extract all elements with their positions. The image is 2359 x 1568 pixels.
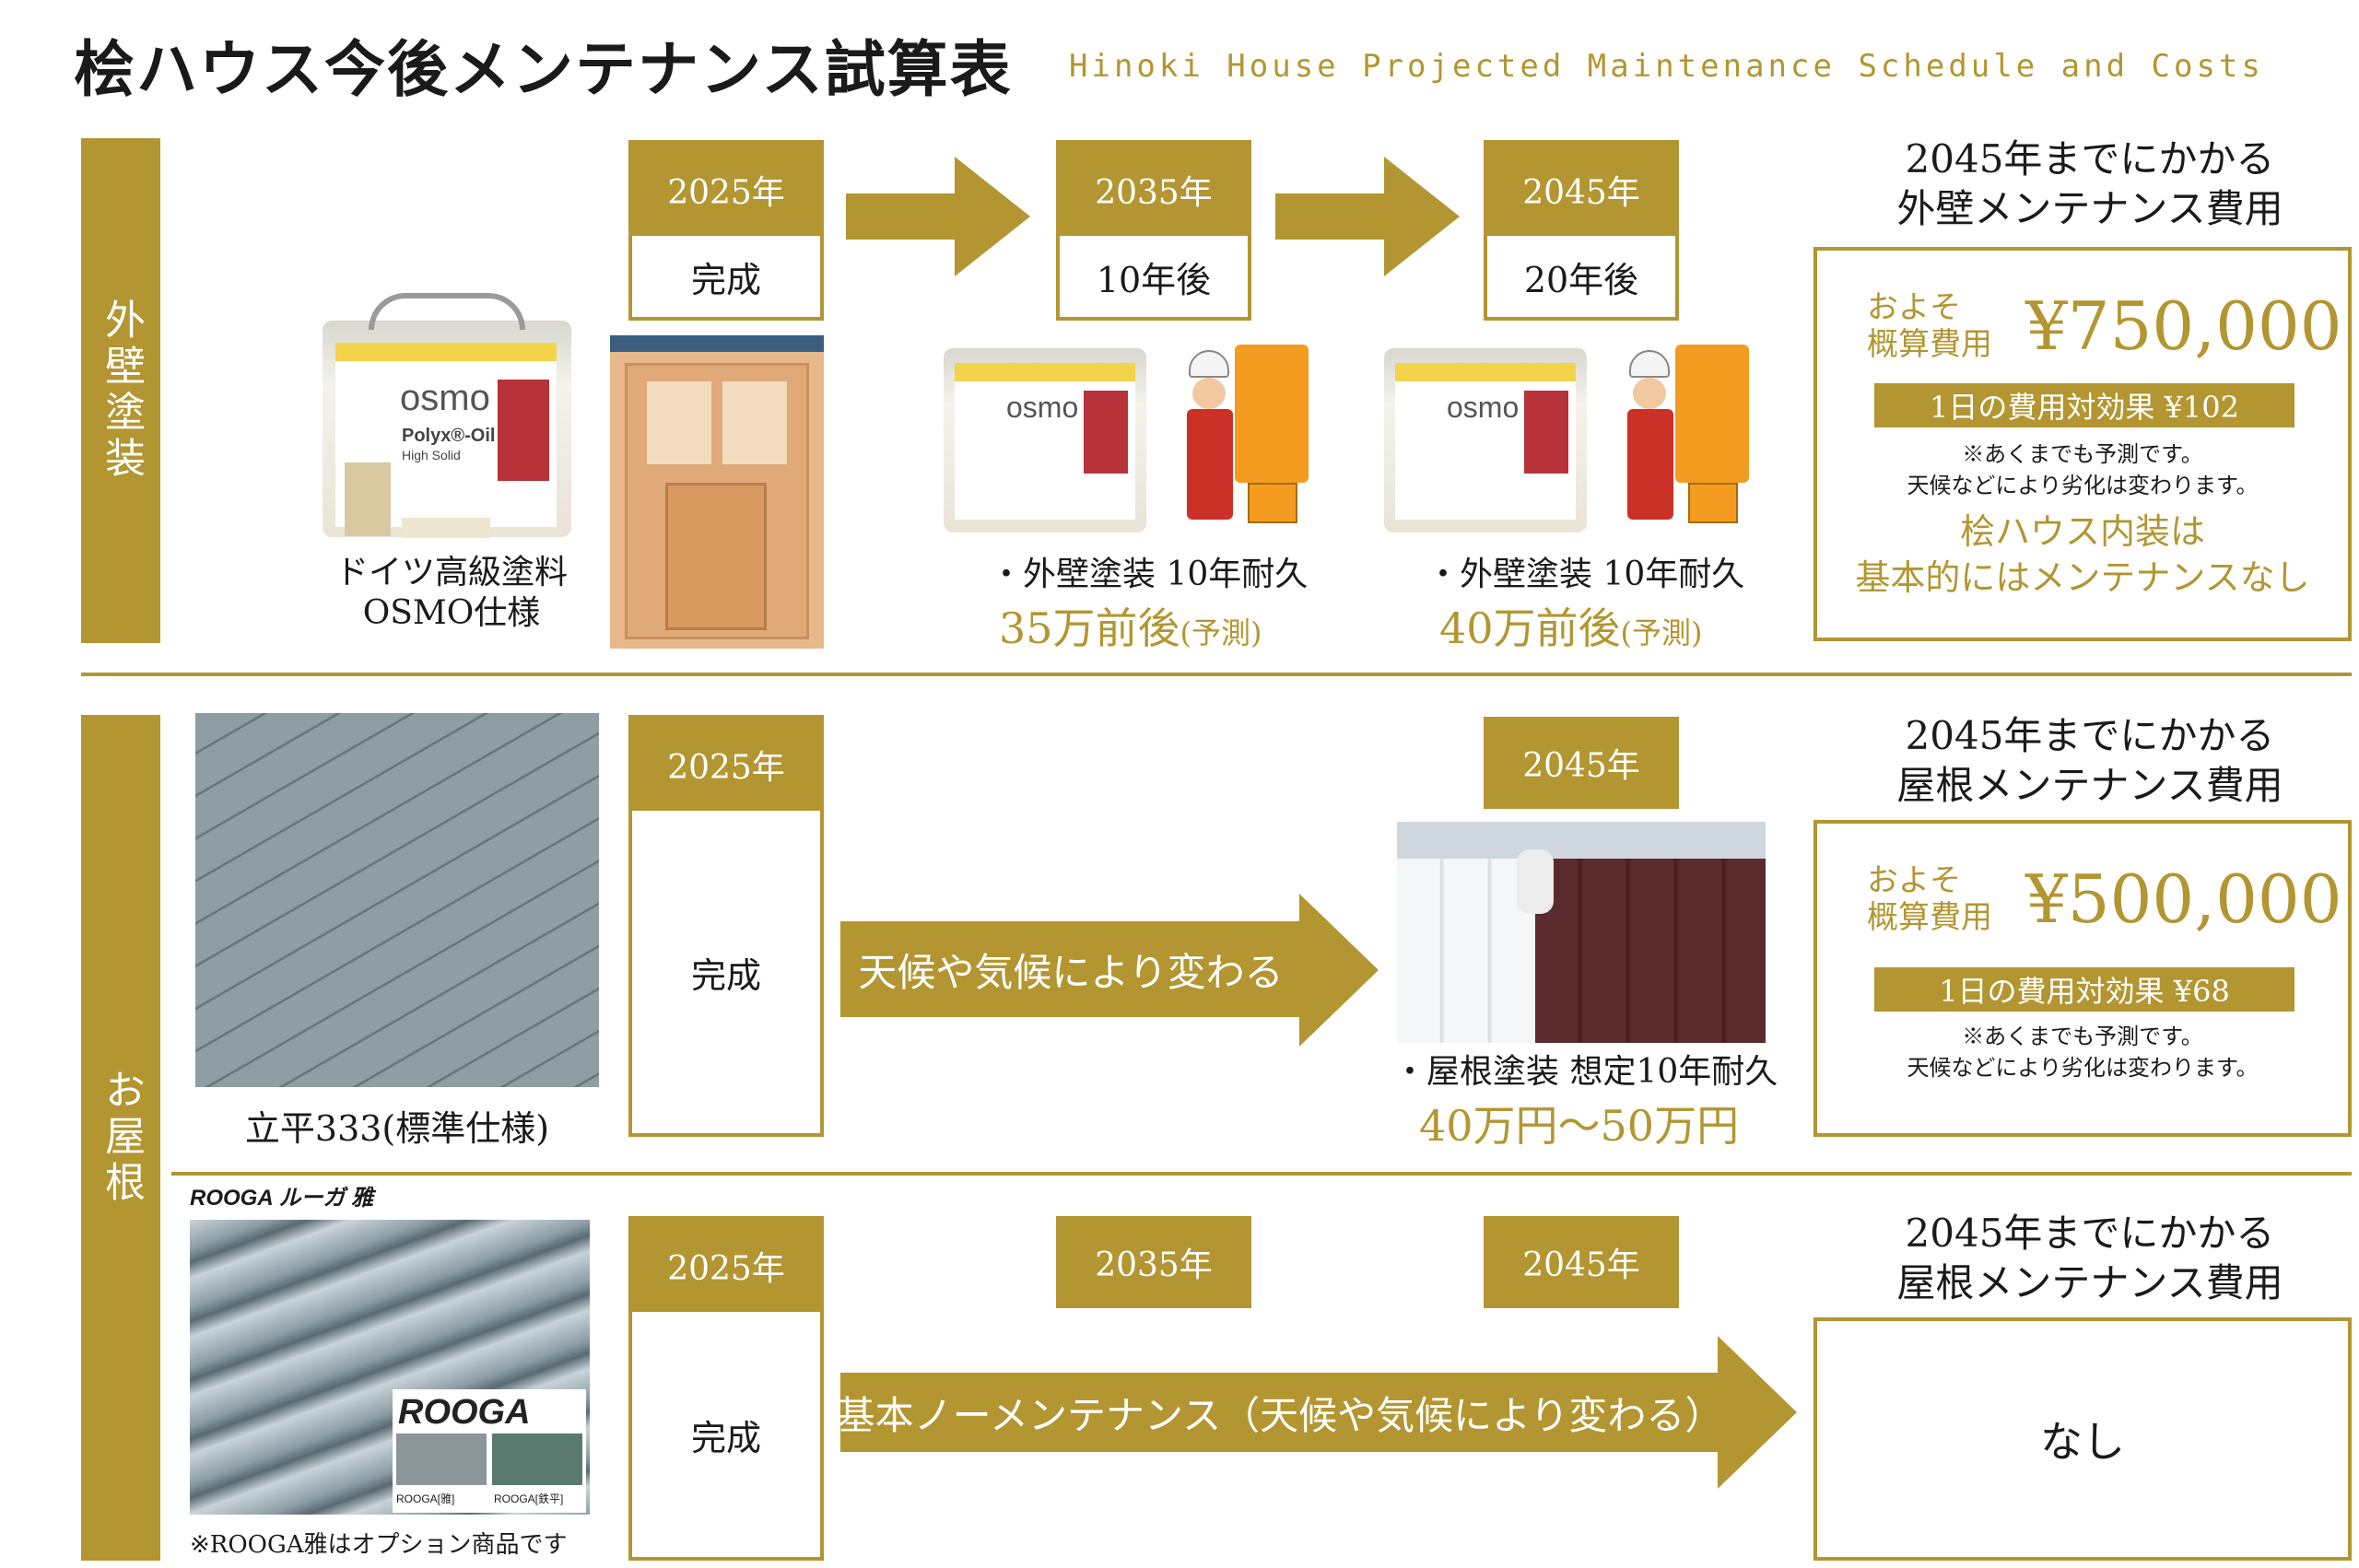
exterior-price: ¥750,000 bbox=[2025, 287, 2342, 365]
exterior-side-label: 外壁塗装 bbox=[81, 138, 160, 643]
page-title: 桧ハウス今後メンテナンス試算表 bbox=[74, 33, 1013, 105]
exterior-cost-box: およそ概算費用 ¥750,000 1日の費用対効果 ¥102 ※あくまでも予測で… bbox=[1813, 247, 2352, 641]
rooga-roof-image: ROOGA ROOGA[雅] ROOGA[鉄平] bbox=[190, 1220, 590, 1515]
roof-opt-cost-value: なし bbox=[2040, 1417, 2125, 1467]
roof-std-arrow: 天候や気候により変わる bbox=[840, 894, 1393, 1047]
osmo-can-brand: osmo bbox=[400, 378, 490, 418]
roof-std-2025-box: 2025年 完成 bbox=[628, 715, 824, 1137]
osmo-painter-image-2045: osmo bbox=[1379, 335, 1766, 538]
exterior-work2-desc: ・外壁塗装 10年耐久 bbox=[1426, 556, 1745, 593]
hinoki-house-image bbox=[610, 335, 824, 649]
roof-side-label: お屋根 bbox=[81, 715, 160, 1561]
exterior-work1-cost: 35万前後(予測) bbox=[999, 603, 1262, 653]
tatehira-caption: 立平333(標準仕様) bbox=[244, 1108, 550, 1149]
roof-opt-arrow: 基本ノーメンテナンス（天候や気候により変わる） bbox=[837, 1336, 1799, 1489]
exterior-2035-box: 2035年 10年後 bbox=[1056, 140, 1251, 321]
exterior-work2-cost: 40万前後(予測) bbox=[1439, 603, 1703, 653]
rooga-caption: ※ROOGA雅はオプション商品です bbox=[190, 1531, 568, 1559]
osmo-painter-image-2035: osmo bbox=[938, 335, 1325, 538]
osmo-can-image: osmo Polyx®-Oil High Solid bbox=[313, 293, 582, 542]
roof-std-cost-box: およそ概算費用 ¥500,000 1日の費用対効果 ¥68 ※あくまでも予測です… bbox=[1813, 820, 2352, 1137]
section-divider bbox=[81, 673, 2352, 676]
roof-opt-cost-heading: 2045年までにかかる 屋根メンテナンス費用 bbox=[1896, 1211, 2283, 1305]
exterior-arrow-1 bbox=[846, 157, 1030, 276]
osmo-caption: ドイツ高級塗料 OSMO仕様 bbox=[334, 554, 568, 632]
exterior-2045-box: 2045年 20年後 bbox=[1484, 140, 1679, 321]
roof-std-price: ¥500,000 bbox=[2025, 860, 2342, 938]
osmo-can-sub: High Solid bbox=[402, 448, 461, 462]
rooga-brand-line: ROOGA ルーガ 雅 bbox=[190, 1186, 374, 1211]
rooga-logo: ROOGA bbox=[398, 1393, 531, 1432]
exterior-2025-box: 2025年 完成 bbox=[628, 140, 824, 321]
exterior-arrow-2 bbox=[1275, 157, 1460, 276]
exterior-cost-heading: 2045年までにかかる 外壁メンテナンス費用 bbox=[1896, 136, 2283, 231]
roof-painting-photo bbox=[1397, 822, 1766, 1043]
exterior-per-day: 1日の費用対効果 ¥102 bbox=[1874, 383, 2294, 427]
exterior-work1-desc: ・外壁塗装 10年耐久 bbox=[990, 556, 1309, 593]
exterior-extra-note: 桧ハウス内装は 基本的にはメンテナンスなし bbox=[1855, 511, 2310, 598]
roof-std-work-desc: ・屋根塗装 想定10年耐久 bbox=[1393, 1053, 1778, 1091]
roof-sub-divider bbox=[171, 1172, 2352, 1176]
roof-opt-2045-label: 2045年 bbox=[1484, 1216, 1679, 1308]
roof-opt-2025-box: 2025年 完成 bbox=[628, 1216, 824, 1561]
roof-std-per-day: 1日の費用対効果 ¥68 bbox=[1874, 967, 2294, 1012]
page-subtitle: Hinoki House Projected Maintenance Sched… bbox=[1069, 48, 2264, 85]
roof-opt-2035-label: 2035年 bbox=[1056, 1216, 1251, 1308]
tatehira-roof-image bbox=[195, 713, 599, 1087]
roof-std-work-cost: 40万円〜50万円 bbox=[1419, 1101, 1740, 1151]
roof-std-2045-label: 2045年 bbox=[1484, 717, 1679, 809]
osmo-can-product: Polyx®-Oil bbox=[402, 426, 496, 446]
roof-opt-cost-box: なし bbox=[1813, 1317, 2352, 1561]
roof-std-cost-heading: 2045年までにかかる 屋根メンテナンス費用 bbox=[1896, 713, 2283, 808]
